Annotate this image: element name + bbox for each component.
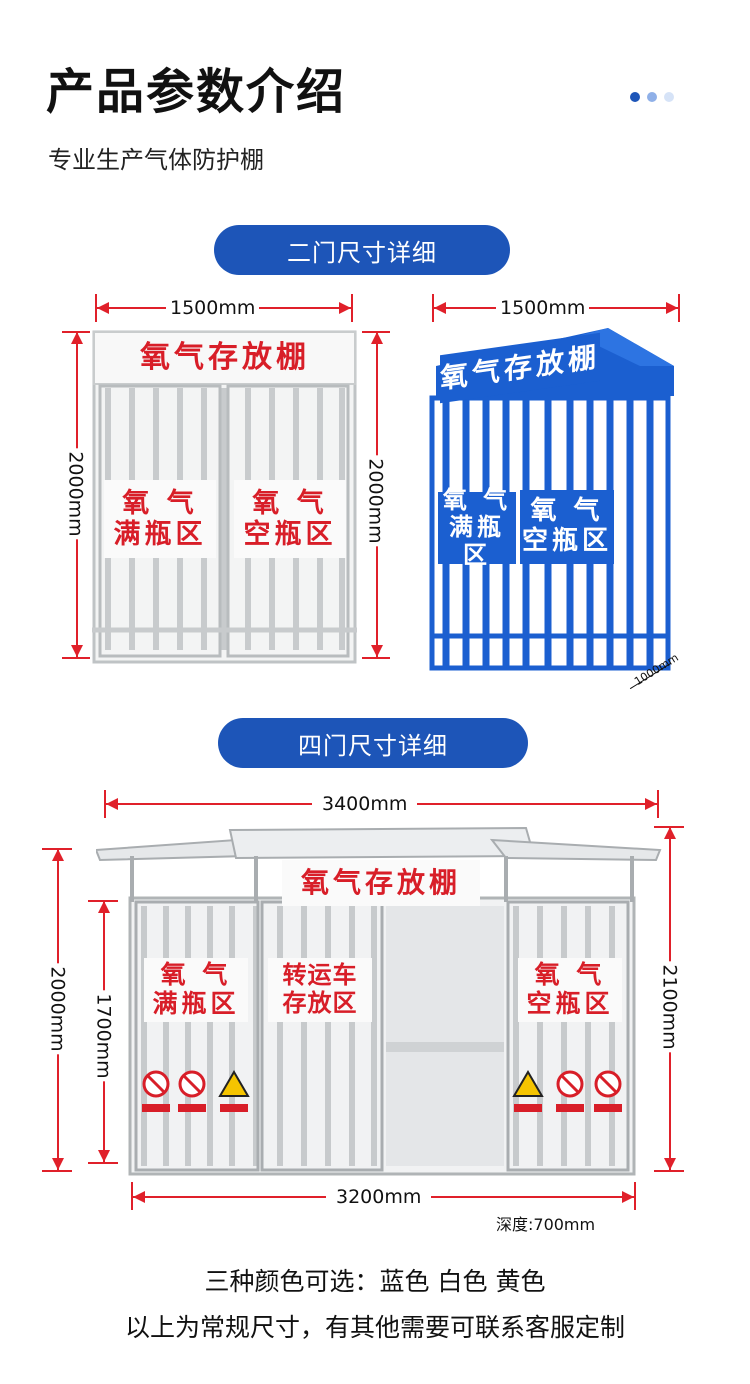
dim-tick — [657, 790, 659, 818]
four-door-bottom-width-label: 3200mm — [326, 1186, 432, 1208]
four-door-sign-empty: 氧 气 空瓶区 — [518, 958, 622, 1022]
arrow-left — [97, 302, 109, 314]
arrow-left — [133, 1191, 145, 1203]
white-shed-width-label: 1500mm — [166, 297, 260, 319]
arrow-up — [664, 827, 676, 839]
arrow-left — [106, 798, 118, 810]
page-title: 产品参数介绍 — [46, 64, 347, 120]
arrow-left — [434, 302, 446, 314]
dim-tick — [678, 294, 680, 322]
color-options-text: 三种颜色可选：蓝色 白色 黄色 — [204, 1267, 546, 1296]
four-door-top-width-label: 3400mm — [312, 793, 418, 815]
white-shed-height-left-label: 2000mm — [64, 448, 87, 540]
arrow-right — [645, 798, 657, 810]
dim-tick — [634, 1182, 636, 1210]
blue-shed-sign-empty: 氧 气 空瓶区 — [520, 490, 614, 564]
arrow-down — [52, 1158, 64, 1170]
custom-size-text: 以上为常规尺寸，有其他需要可联系客服定制 — [124, 1313, 625, 1342]
arrow-up — [52, 849, 64, 861]
dot-2 — [647, 92, 657, 102]
blue-shed-sign-full: 氧 气 满瓶区 — [438, 486, 516, 569]
arrow-down — [664, 1158, 676, 1170]
four-door-sign-full: 氧 气 满瓶区 — [144, 958, 248, 1022]
four-door-top-sign: 氧气存放棚 — [282, 860, 480, 906]
white-shed-top-sign: 氧气存放棚 — [140, 339, 310, 375]
white-shed-sign-empty: 氧 气 空瓶区 — [234, 480, 346, 558]
blue-shed-width-label: 1500mm — [496, 297, 590, 319]
dim-tick — [131, 1182, 133, 1210]
arrow-right — [622, 1191, 634, 1203]
arrow-right — [666, 302, 678, 314]
four-door-depth-label: 深度:700mm — [496, 1214, 596, 1236]
dot-1 — [630, 92, 640, 102]
section-label-four-door: 四门尺寸详细 — [218, 718, 528, 768]
dot-3 — [664, 92, 674, 102]
arrow-up — [98, 901, 110, 913]
arrow-up — [71, 332, 83, 344]
page-subtitle: 专业生产气体防护棚 — [48, 146, 264, 174]
dim-tick — [95, 294, 97, 322]
four-door-height-outer-label: 2000mm — [46, 963, 69, 1055]
arrow-down — [71, 645, 83, 657]
pagination-dots — [630, 92, 674, 102]
dim-tick — [104, 790, 106, 818]
arrow-right — [339, 302, 351, 314]
four-door-sign-transfer: 转运车 存放区 — [268, 958, 372, 1022]
section-label-two-door: 二门尺寸详细 — [214, 225, 510, 275]
arrow-down — [98, 1150, 110, 1162]
arrow-down — [371, 645, 383, 657]
dim-tick — [432, 294, 434, 322]
white-shed-sign-full: 氧 气 满瓶区 — [104, 480, 216, 558]
white-shed-height-right-label: 2000mm — [364, 455, 387, 547]
dim-tick — [351, 294, 353, 322]
arrow-up — [371, 332, 383, 344]
